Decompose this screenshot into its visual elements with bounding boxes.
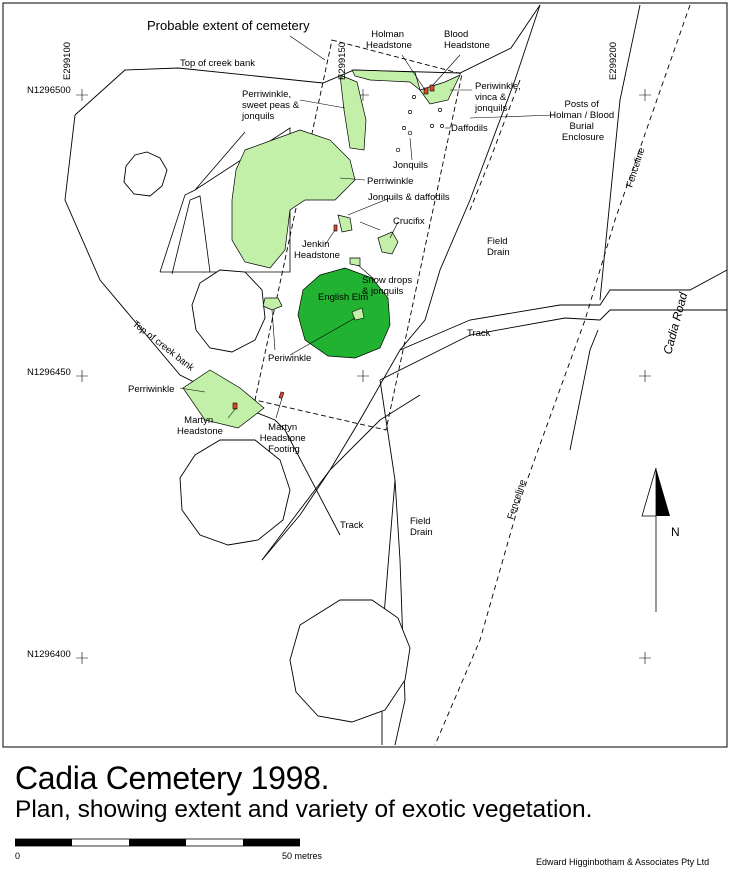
tree-canopies <box>123 151 411 723</box>
label-jenkin-headstone: Jenkin Headstone <box>294 239 340 261</box>
label-periwinkle-sweet-peas: Perriwinkle, sweet peas & jonquils <box>241 89 302 122</box>
north-arrow <box>641 467 670 612</box>
label-english-elm: English Elm <box>318 292 368 303</box>
sweet-peas-patch <box>339 74 367 151</box>
martyn-headstone-marker <box>232 402 238 410</box>
label-snow-drops: Snow drops & jonquils <box>362 275 415 297</box>
holman-headstone-marker <box>423 87 429 95</box>
left-perriwinkle-patch <box>182 369 265 429</box>
track-upper-edge <box>399 269 728 351</box>
scale-zero-label: 0 <box>15 851 21 861</box>
tree-canopy-4 <box>289 599 411 723</box>
map-labels: Probable extent of cemetery Top of creek… <box>27 18 690 660</box>
jonquils-daffodils-patch <box>337 214 353 233</box>
martyn-footing-marker <box>278 391 285 399</box>
crucifix-patch <box>377 231 399 255</box>
label-north: N <box>671 525 680 539</box>
label-crucifix: Crucifix <box>393 216 425 227</box>
fenceline-east <box>434 4 691 746</box>
map-frame <box>2 2 728 748</box>
grid-label-e299100: E299100 <box>62 42 73 80</box>
label-track-2: Track <box>340 520 364 531</box>
grid-label-n1296450: N1296450 <box>27 367 71 378</box>
field-drain-line <box>379 379 406 746</box>
tree-canopy-3 <box>179 439 291 546</box>
track-lower-edge <box>379 309 727 381</box>
label-daffodils: Daffodils <box>451 123 488 134</box>
label-fenceline-2: Fenceline <box>505 478 528 521</box>
grid-label-e299150: E299150 <box>337 42 348 80</box>
label-posts-enclosure: Posts of Holman / Blood Burial Enclosure <box>549 99 617 143</box>
label-perriwinkle-left: Perriwinkle <box>128 384 174 395</box>
cadia-road-east-edge <box>569 4 641 451</box>
label-field-drain-1: Field Drain <box>487 236 510 258</box>
top-periwinkle-patch <box>351 69 461 105</box>
label-martyn-headstone: Martyn Headstone <box>177 415 223 437</box>
label-periwinkle-vinca: Periwinkle, vinca & jonquils <box>474 81 524 114</box>
label-field-drain-2: Field Drain <box>410 516 433 538</box>
label-blood-headstone: Blood Headstone <box>444 29 490 51</box>
tree-canopy-2 <box>191 269 266 353</box>
label-jonquils: Jonquils <box>393 160 428 171</box>
enclosure-posts <box>395 95 444 153</box>
creek-bank-line <box>74 4 541 116</box>
label-fenceline-1: Fenceline <box>624 146 647 189</box>
vegetation-patches <box>182 69 461 429</box>
label-top-creek-bank-2: Top of creek bank <box>130 319 196 374</box>
grid-label-n1296500: N1296500 <box>27 85 71 96</box>
label-periwinkle-small: Periwinkle <box>268 353 311 364</box>
credit-text: Edward Higginbotham & Associates Pty Ltd <box>536 857 710 867</box>
label-perriwinkle-main: Perriwinkle <box>367 176 413 187</box>
scale-distance-label: 50 metres <box>282 851 323 861</box>
snowdrops-patch <box>349 257 361 267</box>
label-track-1: Track <box>467 328 491 339</box>
english-elm-canopy <box>297 267 391 359</box>
large-periwinkle-patch <box>231 129 356 269</box>
track-south-line <box>261 394 421 561</box>
map-title: Cadia Cemetery 1998. <box>15 760 330 796</box>
grid-label-n1296400: N1296400 <box>27 649 71 660</box>
label-top-creek-bank-1: Top of creek bank <box>180 58 255 69</box>
cadia-road-west-edge <box>261 4 541 561</box>
label-martyn-footing: Martyn Headstone Footing <box>260 422 309 455</box>
jenkin-headstone-marker <box>333 224 338 232</box>
map-subtitle: Plan, showing extent and variety of exot… <box>15 796 593 823</box>
label-cadia-road: Cadia Road <box>660 291 690 356</box>
label-probable-extent: Probable extent of cemetery <box>147 18 310 33</box>
blood-headstone-marker <box>429 84 435 92</box>
tree-canopy-1 <box>123 151 168 197</box>
elm-centre-patch <box>351 307 365 321</box>
leader-lines <box>179 35 556 419</box>
grid-label-e299200: E299200 <box>608 42 619 80</box>
field-drain-dashed <box>469 79 521 211</box>
cemetery-plan-map: Probable extent of cemetery Top of creek… <box>2 2 728 748</box>
label-holman-headstone: Holman Headstone <box>366 29 412 51</box>
headstones <box>232 84 435 410</box>
cemetery-extent-boundary <box>254 39 463 431</box>
label-jonquils-daffodils: Jonquils & daffodils <box>368 192 450 203</box>
small-periwinkle-patch <box>262 297 283 311</box>
scale-bar <box>15 838 300 847</box>
